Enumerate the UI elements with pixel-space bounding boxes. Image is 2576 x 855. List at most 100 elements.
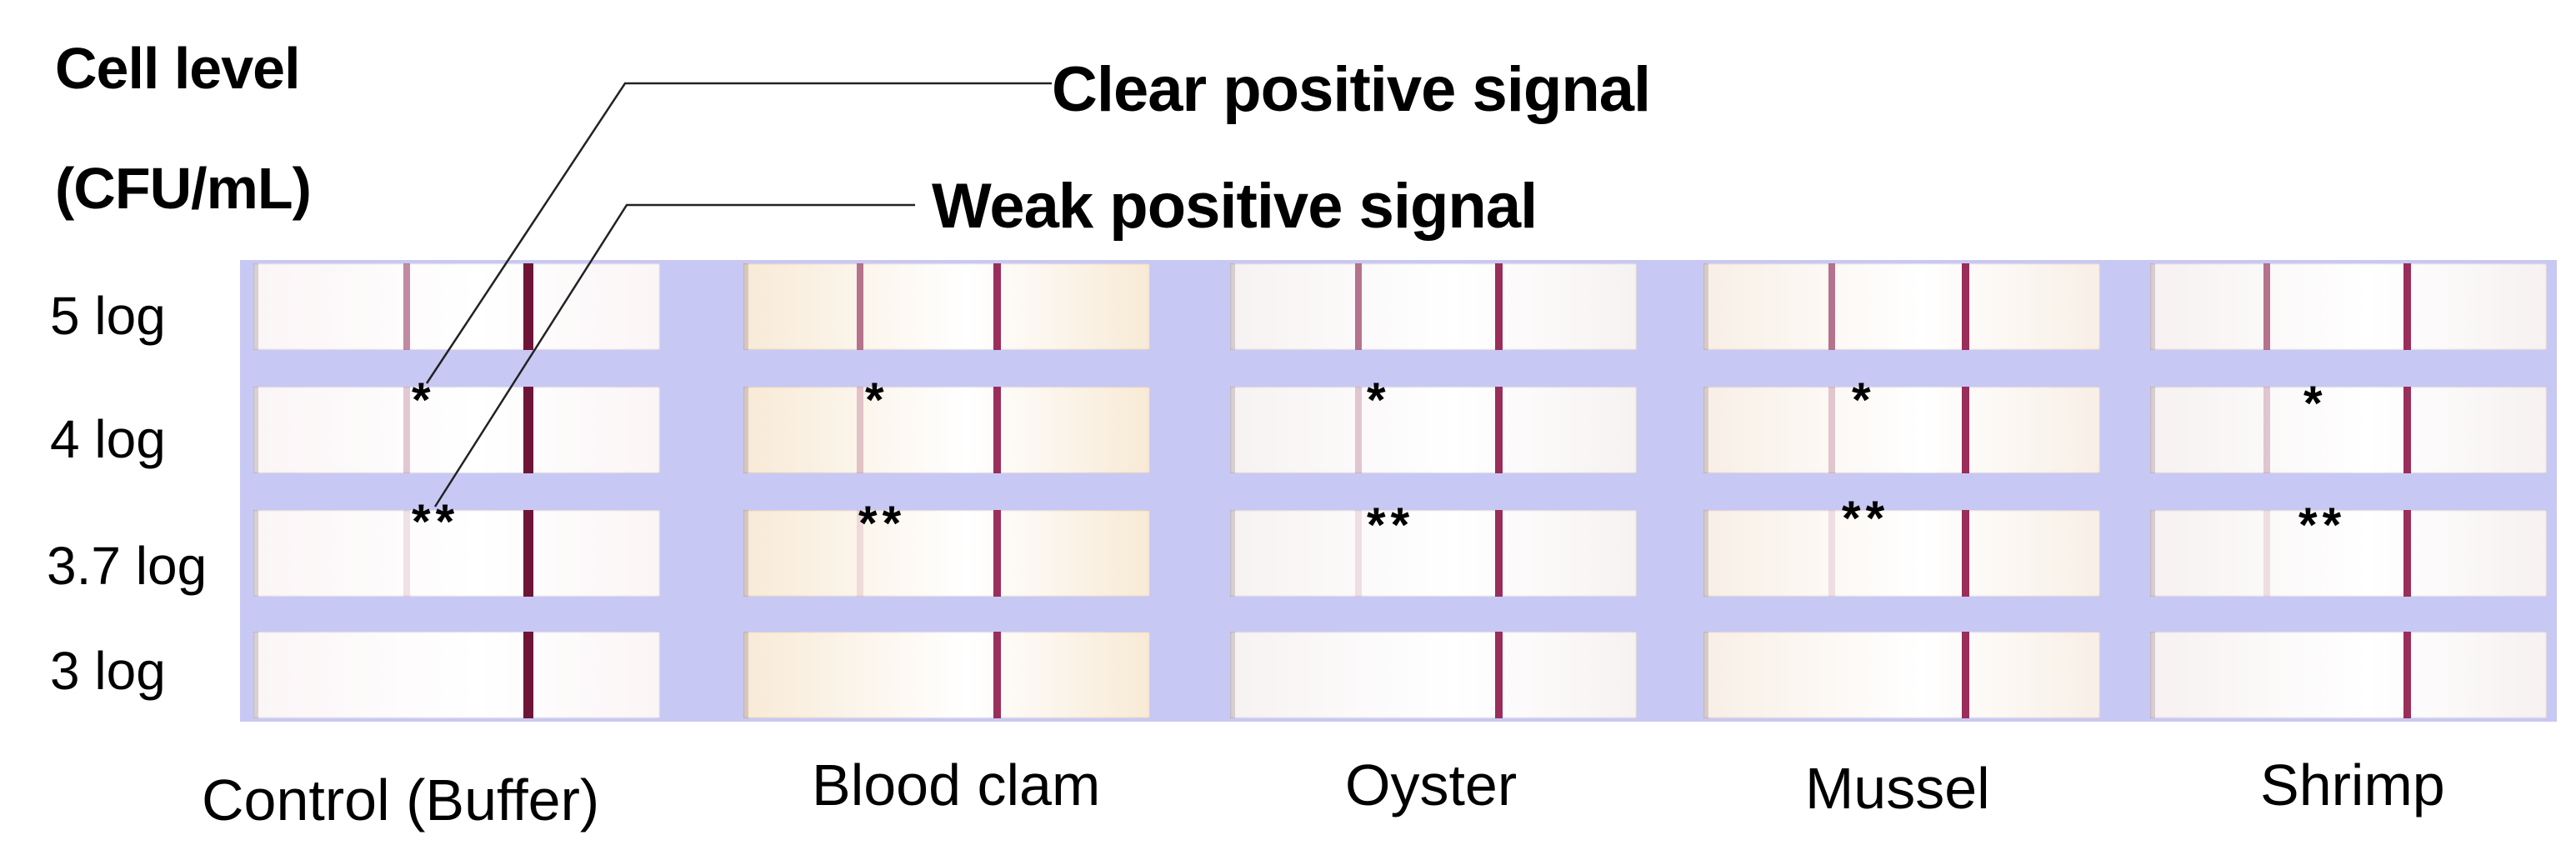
- control-line: [993, 387, 1001, 473]
- sample-pad-edge: [1703, 510, 1708, 597]
- control-line: [523, 632, 533, 718]
- test-strip-control-4log: [253, 387, 660, 473]
- leader-line-weak: [433, 203, 915, 508]
- control-line: [1962, 510, 1969, 597]
- clear-positive-marker-mussel: *: [1852, 373, 1871, 428]
- sample-pad-edge: [743, 387, 748, 473]
- test-strip-shrimp-3-7log: [2150, 510, 2547, 597]
- test-strip-control-3-7log: [253, 510, 660, 597]
- column-label-oyster: Oyster: [1345, 752, 1518, 818]
- control-line: [2403, 387, 2411, 473]
- row-label-5log: 5 log: [50, 286, 166, 346]
- control-line: [523, 263, 533, 350]
- sample-pad-edge: [1230, 263, 1235, 350]
- column-label-mussel: Mussel: [1805, 756, 1990, 821]
- test-strip-mussel-3log: [1703, 632, 2100, 718]
- column-label-blood-clam: Blood clam: [812, 752, 1101, 818]
- weak-positive-marker-mussel: **: [1842, 492, 1890, 546]
- control-line: [1962, 387, 1969, 473]
- sample-pad-edge: [1703, 263, 1708, 350]
- test-strip-control-3log: [253, 632, 660, 718]
- sample-pad-edge: [2150, 632, 2155, 718]
- test-line: [1355, 263, 1362, 350]
- control-line: [2403, 263, 2411, 350]
- test-strip-blood-clam-4log: [743, 387, 1150, 473]
- test-strip-blood-clam-3log: [743, 632, 1150, 718]
- sample-pad-edge: [253, 263, 258, 350]
- control-line: [1962, 632, 1969, 718]
- test-strip-shrimp-5log: [2150, 263, 2547, 350]
- sample-pad-edge: [2150, 510, 2155, 597]
- sample-pad-edge: [743, 510, 748, 597]
- test-line: [1828, 263, 1835, 350]
- row-label-3-7log: 3.7 log: [47, 536, 208, 596]
- test-line: [1355, 510, 1362, 597]
- test-line: [1828, 510, 1835, 597]
- test-strip-oyster-5log: [1230, 263, 1637, 350]
- test-strip-oyster-4log: [1230, 387, 1637, 473]
- control-line: [993, 263, 1001, 350]
- figure-title-line2: (CFU/mL): [55, 156, 312, 221]
- strip-board: ***************: [240, 260, 2557, 722]
- sample-pad-edge: [1230, 510, 1235, 597]
- control-line: [2403, 632, 2411, 718]
- control-line: [1495, 387, 1503, 473]
- control-line: [1495, 510, 1503, 597]
- annotation-weak-positive: Weak positive signal: [932, 171, 1538, 242]
- row-label-4log: 4 log: [50, 409, 166, 469]
- test-line: [1355, 387, 1362, 473]
- test-strip-mussel-3-7log: [1703, 510, 2100, 597]
- sample-pad-edge: [743, 632, 748, 718]
- test-strip-blood-clam-5log: [743, 263, 1150, 350]
- sample-pad-edge: [253, 632, 258, 718]
- leader-line-clear: [425, 82, 1052, 384]
- weak-positive-marker-blood-clam: **: [858, 497, 907, 551]
- test-line: [857, 510, 863, 597]
- test-line: [2263, 263, 2270, 350]
- clear-positive-marker-shrimp: *: [2303, 377, 2323, 431]
- test-line: [2263, 387, 2270, 473]
- clear-positive-marker-blood-clam: *: [865, 373, 884, 428]
- control-line: [523, 387, 533, 473]
- annotation-clear-positive: Clear positive signal: [1052, 54, 1651, 125]
- test-strip-shrimp-4log: [2150, 387, 2547, 473]
- test-strip-blood-clam-3-7log: [743, 510, 1150, 597]
- sample-pad-edge: [743, 263, 748, 350]
- test-strip-mussel-5log: [1703, 263, 2100, 350]
- control-line: [993, 510, 1001, 597]
- control-line: [1495, 263, 1503, 350]
- test-strip-mussel-4log: [1703, 387, 2100, 473]
- sample-pad-edge: [253, 387, 258, 473]
- sample-pad-edge: [1703, 632, 1708, 718]
- test-strip-control-5log: [253, 263, 660, 350]
- sample-pad-edge: [253, 510, 258, 597]
- sample-pad-edge: [2150, 387, 2155, 473]
- column-label-shrimp: Shrimp: [2260, 752, 2445, 818]
- test-line: [857, 387, 863, 473]
- test-line: [403, 510, 410, 597]
- weak-positive-marker-shrimp: **: [2298, 498, 2347, 552]
- test-strip-shrimp-3log: [2150, 632, 2547, 718]
- sample-pad-edge: [1230, 632, 1235, 718]
- test-strip-oyster-3log: [1230, 632, 1637, 718]
- sample-pad-edge: [2150, 263, 2155, 350]
- control-line: [993, 632, 1001, 718]
- test-strip-oyster-3-7log: [1230, 510, 1637, 597]
- weak-positive-marker-control: **: [412, 495, 460, 549]
- figure-title-line1: Cell level: [55, 36, 301, 101]
- test-line: [1828, 387, 1835, 473]
- clear-positive-marker-control: *: [412, 373, 431, 428]
- sample-pad-edge: [1230, 387, 1235, 473]
- test-line: [403, 263, 410, 350]
- row-label-3log: 3 log: [50, 641, 166, 701]
- control-line: [1495, 632, 1503, 718]
- control-line: [2403, 510, 2411, 597]
- control-line: [523, 510, 533, 597]
- sample-pad-edge: [1703, 387, 1708, 473]
- test-line: [857, 263, 863, 350]
- control-line: [1962, 263, 1969, 350]
- test-line: [403, 387, 410, 473]
- column-label-control: Control (Buffer): [202, 768, 600, 832]
- weak-positive-marker-oyster: **: [1367, 498, 1415, 552]
